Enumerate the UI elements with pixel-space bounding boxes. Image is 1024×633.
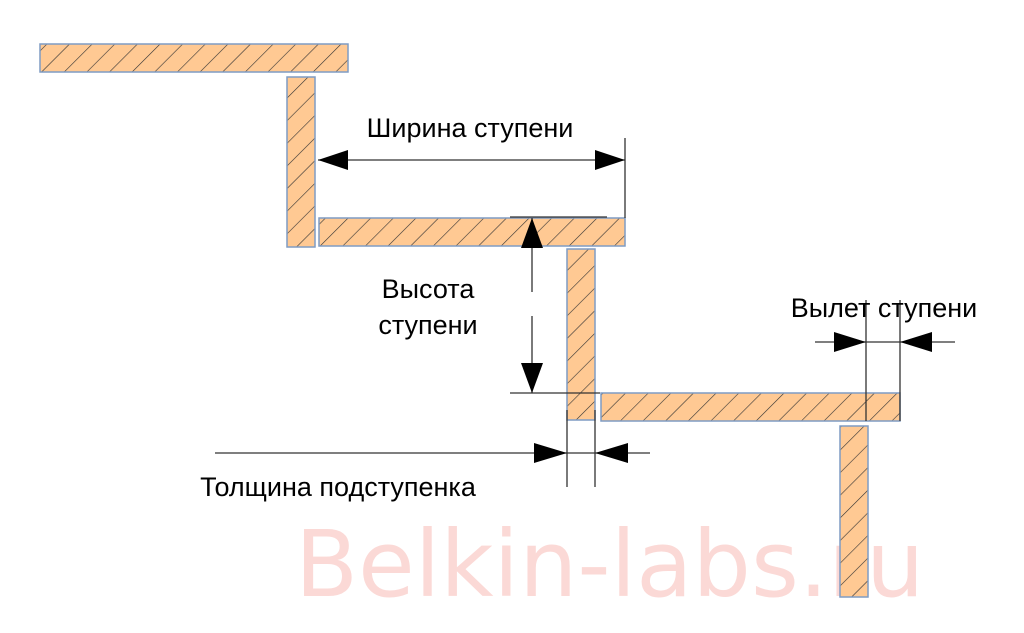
watermark: Belkin-labs.ru xyxy=(295,511,924,618)
arrow-right-icon xyxy=(834,332,866,352)
arrow-right-icon xyxy=(595,150,625,170)
arrow-left-icon xyxy=(318,150,348,170)
step-height-label-line1: Высота xyxy=(382,274,476,304)
riser-1 xyxy=(286,76,316,248)
arrow-right-icon xyxy=(534,443,567,463)
arrow-down-icon xyxy=(521,363,543,393)
overhang-label: Вылет ступени xyxy=(791,293,977,323)
riser-thickness-label: Толщина подступенка xyxy=(200,472,477,502)
riser-2 xyxy=(566,248,596,421)
tread-width-label: Ширина ступени xyxy=(367,113,574,143)
riser-3 xyxy=(839,425,869,598)
arrow-left-icon xyxy=(900,332,932,352)
tread-2 xyxy=(318,217,626,247)
tread-1 xyxy=(39,43,349,73)
tread-3 xyxy=(600,392,901,422)
arrow-left-icon xyxy=(595,443,628,463)
step-height-label-line2: ступени xyxy=(378,310,477,340)
arrow-up-icon xyxy=(521,218,543,248)
